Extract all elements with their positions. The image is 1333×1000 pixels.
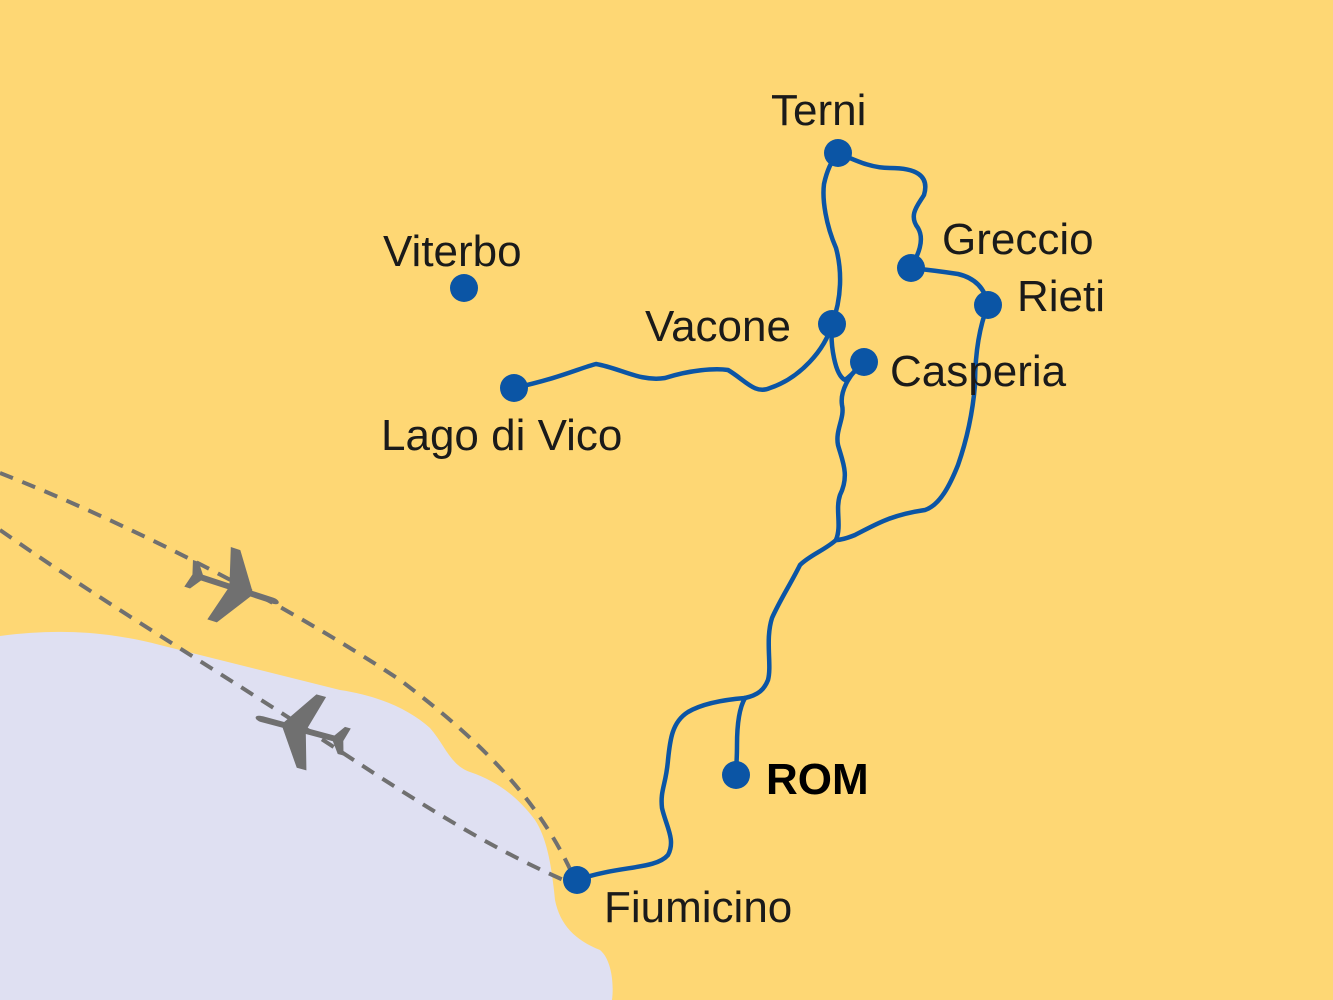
route-rieti-south — [833, 302, 991, 543]
route-junction-rome — [742, 537, 839, 701]
dot-terni[interactable] — [824, 139, 852, 167]
dot-lago-di-vico[interactable] — [500, 374, 528, 402]
route-vacone-terni — [821, 150, 843, 327]
dot-viterbo[interactable] — [450, 274, 478, 302]
dot-fiumicino[interactable] — [563, 866, 591, 894]
dot-rieti[interactable] — [974, 291, 1002, 319]
label-lago-di-vico: Lago di Vico — [381, 411, 622, 460]
label-terni: Terni — [771, 86, 866, 135]
airplane-icon — [255, 694, 351, 771]
dot-casperia[interactable] — [850, 348, 878, 376]
route-terni-greccio — [835, 150, 928, 271]
sea-area — [0, 631, 613, 1000]
route-to-fiumicino — [574, 695, 748, 883]
flight-path-south — [0, 528, 576, 887]
route-lago-vacone — [511, 321, 835, 392]
label-vacone: Vacone — [645, 302, 791, 351]
flight-path-north — [0, 471, 577, 881]
label-fiumicino: Fiumicino — [604, 883, 792, 932]
route-casperia-south — [833, 359, 867, 543]
dot-greccio[interactable] — [897, 254, 925, 282]
place-dots — [450, 139, 1002, 894]
dot-rom[interactable] — [722, 761, 750, 789]
label-viterbo: Viterbo — [383, 227, 522, 276]
label-rieti: Rieti — [1017, 272, 1105, 321]
route-network — [511, 150, 991, 883]
label-casperia: Casperia — [890, 347, 1067, 396]
label-rom: ROM — [766, 755, 869, 804]
dot-vacone[interactable] — [818, 310, 846, 338]
airplane-icon — [184, 547, 279, 623]
label-greccio: Greccio — [942, 215, 1094, 264]
